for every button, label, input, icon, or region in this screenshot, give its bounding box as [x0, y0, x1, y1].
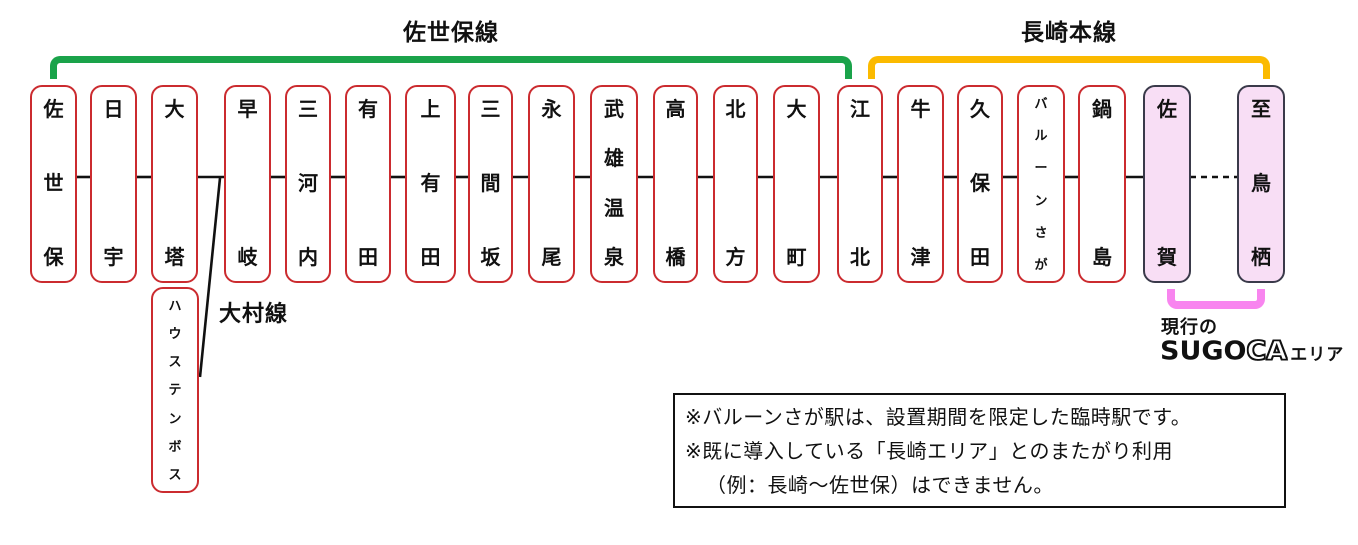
station-char: テ — [168, 382, 182, 398]
station-box: 上有田 — [405, 85, 456, 283]
station-char: 有 — [420, 173, 441, 195]
station-box: 大町 — [773, 85, 820, 283]
station-char: ル — [1034, 128, 1048, 144]
station-char: 賀 — [1157, 247, 1177, 269]
notes-box: ※バルーンさが駅は、設置期間を限定した臨時駅です。 ※既に導入している「長崎エリ… — [673, 393, 1286, 508]
station-char: 永 — [541, 99, 562, 121]
station-char: 内 — [298, 247, 318, 269]
station-char: 佐 — [43, 99, 64, 121]
station-char: 大 — [786, 99, 807, 121]
station-char: 坂 — [480, 247, 501, 269]
station-char: 田 — [420, 247, 441, 269]
station-box: 佐賀 — [1143, 85, 1191, 283]
station-char: 久 — [970, 99, 990, 121]
station-char: 大 — [164, 99, 185, 121]
station-char: バ — [1034, 96, 1048, 111]
station-char: が — [1034, 256, 1048, 272]
station-box: 三河内 — [285, 85, 331, 283]
station-char: 泉 — [604, 246, 624, 269]
station-char: ン — [168, 410, 182, 426]
station-box: 大塔 — [151, 85, 198, 283]
station-char: 高 — [665, 99, 686, 121]
station-char: ボ — [168, 438, 182, 454]
station-char: 鳥 — [1251, 173, 1271, 195]
station-char: 保 — [43, 247, 64, 269]
station-char: 鍋 — [1092, 99, 1112, 121]
note-line-3: （例：長崎～佐世保）はできません。 — [706, 475, 1054, 497]
sasebo-line-title: 佐世保線 — [403, 19, 499, 45]
station-char: 江 — [850, 99, 870, 121]
station-char: 塔 — [164, 247, 185, 269]
station-char: 雄 — [604, 148, 624, 171]
station-char: 日 — [103, 99, 124, 121]
station-char: 武 — [604, 99, 624, 121]
station-char: 三 — [298, 99, 318, 121]
station-char: 保 — [970, 173, 990, 195]
station-char: ー — [1034, 160, 1048, 176]
station-char: 町 — [786, 247, 807, 269]
omura-branch-line — [198, 177, 222, 378]
station-box: 有田 — [345, 85, 391, 283]
sugoca-logo-solid: SUGO — [1160, 336, 1247, 367]
note-line-2: ※既に導入している「長崎エリア」とのまたがり利用 — [685, 441, 1173, 463]
nagasaki-line-bracket — [868, 56, 1270, 79]
station-box: 久保田 — [957, 85, 1003, 283]
station-char: 温 — [604, 197, 624, 220]
station-box: 武雄温泉 — [590, 85, 638, 283]
station-box: 北方 — [713, 85, 758, 283]
station-box: ハウステンボス — [151, 287, 199, 493]
station-char: 早 — [237, 99, 258, 121]
sasebo-line-bracket — [50, 56, 852, 79]
station-char: 島 — [1092, 247, 1112, 269]
station-char: 世 — [43, 173, 64, 195]
sugoca-logo-row: SUGO CA エリア — [1160, 336, 1344, 367]
nagasaki-line-title: 長崎本線 — [1021, 19, 1117, 45]
station-char: 河 — [298, 173, 318, 195]
station-box: 牛津 — [897, 85, 944, 283]
station-char: 田 — [358, 247, 378, 269]
station-char: 宇 — [103, 247, 124, 269]
station-box: 江北 — [837, 85, 883, 283]
station-char: 有 — [358, 99, 378, 121]
station-char: 牛 — [910, 99, 931, 121]
station-char: 津 — [910, 247, 931, 269]
station-char: ス — [168, 466, 182, 482]
station-char: 北 — [850, 247, 870, 269]
sugoca-logo-suffix: エリア — [1290, 345, 1345, 364]
station-char: ウ — [168, 326, 182, 342]
station-char: 至 — [1251, 99, 1271, 121]
station-char: ン — [1034, 192, 1048, 208]
station-char: 橋 — [665, 247, 686, 269]
station-char: ハ — [168, 298, 182, 313]
sugoca-area-caption: 現行の — [1161, 317, 1218, 337]
station-box: 三間坂 — [468, 85, 513, 283]
station-char: 栖 — [1251, 247, 1271, 269]
station-char: 三 — [480, 99, 501, 121]
station-box: 鍋島 — [1078, 85, 1126, 283]
station-box: 永尾 — [528, 85, 575, 283]
station-box: 早岐 — [224, 85, 271, 283]
station-box: 高橋 — [653, 85, 698, 283]
omura-line-label: 大村線 — [219, 301, 289, 326]
station-char: 北 — [725, 99, 746, 121]
station-box: バルーンさが — [1017, 85, 1065, 283]
station-char: 岐 — [237, 247, 258, 269]
station-box: 日宇 — [90, 85, 137, 283]
station-char: 上 — [420, 99, 441, 121]
station-box: 至鳥栖 — [1237, 85, 1285, 283]
station-char: 間 — [480, 173, 501, 195]
station-box: 佐世保 — [30, 85, 77, 283]
station-char: 方 — [725, 247, 746, 269]
station-char: ス — [168, 354, 182, 370]
station-char: 尾 — [541, 247, 562, 269]
station-char: さ — [1034, 224, 1048, 240]
sugoca-area-bracket — [1167, 289, 1265, 309]
note-line-1: ※バルーンさが駅は、設置期間を限定した臨時駅です。 — [685, 407, 1192, 429]
station-char: 佐 — [1157, 99, 1177, 121]
station-char: 田 — [970, 247, 990, 269]
sugoca-logo-outline: CA — [1246, 336, 1288, 367]
